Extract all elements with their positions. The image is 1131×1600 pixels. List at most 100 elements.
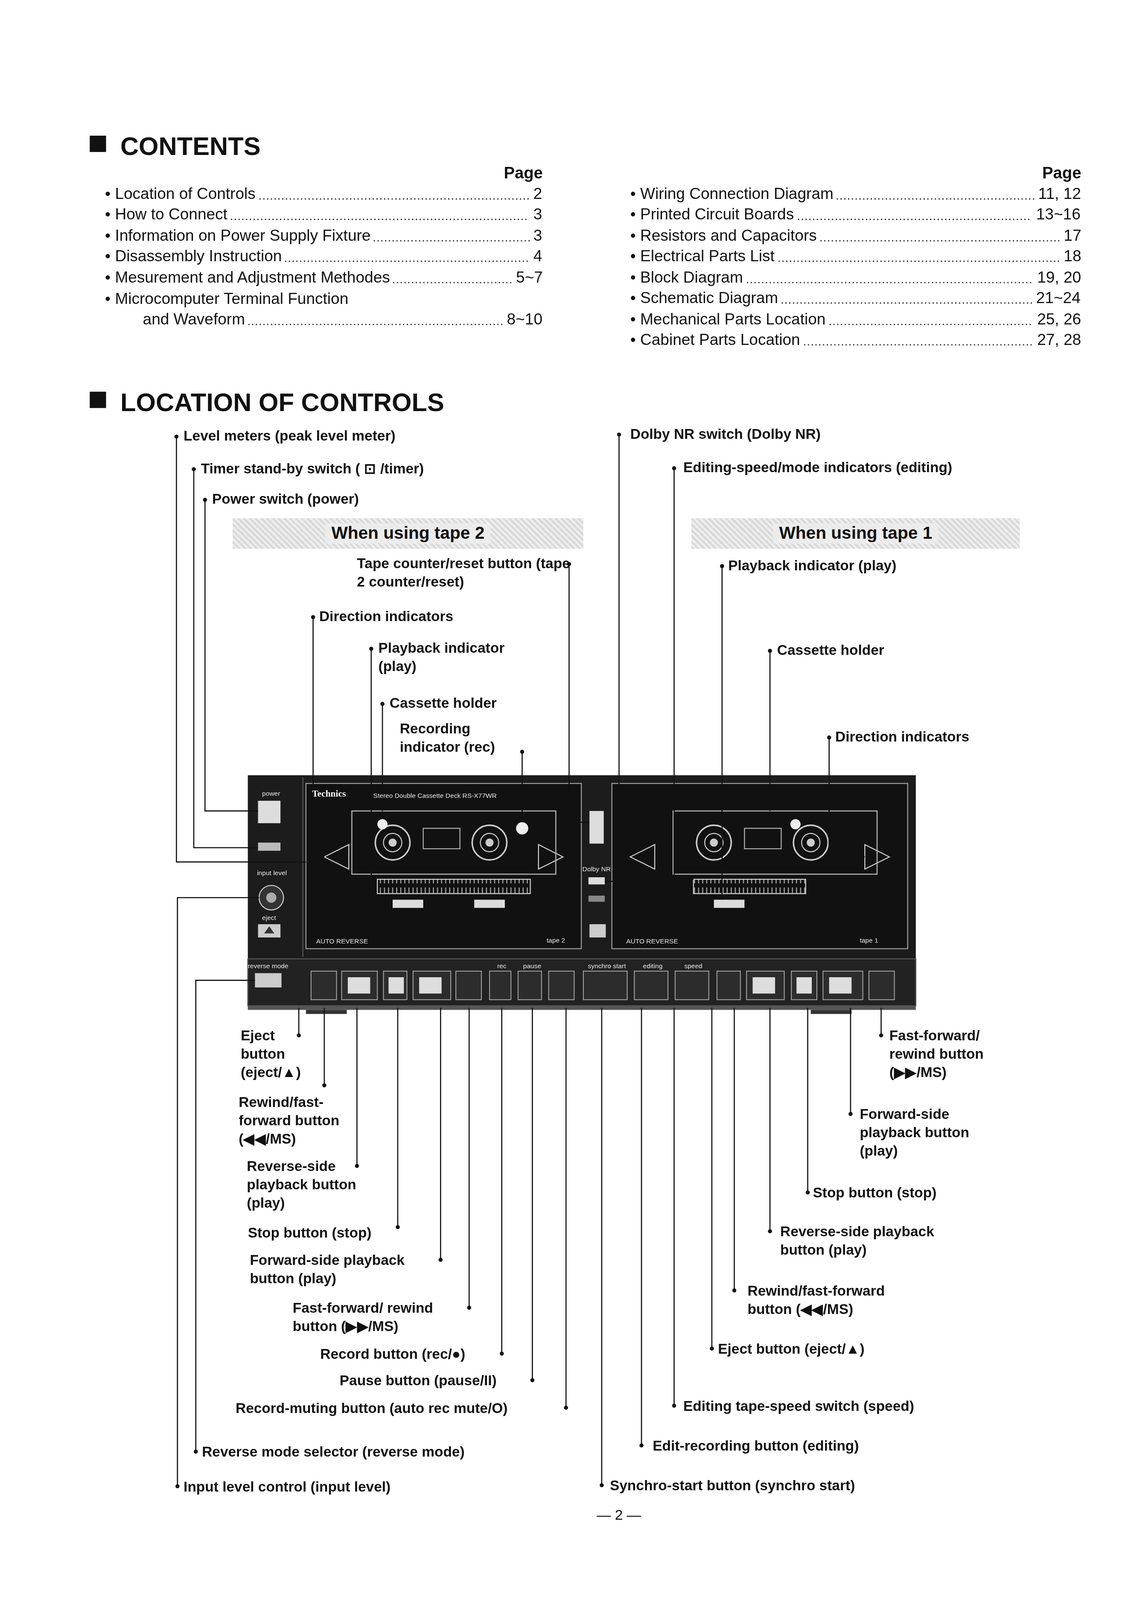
leader-dot [848, 1111, 853, 1117]
panel-marking: rec [497, 961, 507, 970]
leader-line [371, 648, 393, 904]
page-number: 17 [1063, 226, 1082, 245]
panel-marking: pause [523, 961, 542, 970]
leader-line [601, 1007, 603, 1485]
leader-line [850, 1007, 852, 1114]
panel-marking: input level [256, 868, 287, 878]
contents-entry: • Location of Controls [104, 184, 256, 204]
leader-line [298, 1007, 300, 1036]
leader-dot [395, 1224, 400, 1230]
page-column-heading: Page [1042, 163, 1082, 185]
callout-label: Rewind/fast-forward button (◀◀/MS) [238, 1092, 359, 1148]
callout-label: Direction indicators [319, 606, 454, 626]
leader-line [711, 1007, 713, 1349]
dot-leader [747, 281, 1034, 283]
page-number: 5~7 [515, 268, 543, 287]
leader-dot [466, 1305, 472, 1310]
leader-dot [617, 432, 622, 437]
leader-line [769, 1007, 771, 1231]
leader-line [641, 1007, 643, 1446]
page-footer: — 2 — [596, 1505, 642, 1524]
contents-entry: and Waveform [142, 309, 245, 329]
heading-square [89, 391, 106, 409]
panel-marking: tape 2 [546, 936, 566, 945]
contents-entry: • Block Diagram [630, 268, 744, 287]
dot-leader [837, 198, 1035, 200]
leader-dot [193, 1449, 199, 1454]
leader-line [356, 1007, 358, 1166]
brand-logo: Technics [311, 788, 346, 800]
dot-leader [804, 343, 1033, 346]
callout-label: Reverse-side playback button (play) [246, 1156, 380, 1213]
panel-marking: reverse mode [247, 961, 289, 970]
leader-dot [767, 648, 773, 653]
leader-dot [175, 1483, 180, 1489]
page-number: 8~10 [507, 309, 543, 329]
callout-label: Edit-recording button (editing) [652, 1435, 859, 1455]
callout-label: Recording indicator (rec) [399, 719, 523, 757]
leader-dot [438, 1257, 444, 1262]
callout-label: Stop button (stop) [247, 1222, 372, 1242]
leader-dot [369, 646, 374, 651]
panel-marking: editing [643, 961, 663, 970]
callout-label: Tape counter/reset button (tape 2 counte… [356, 553, 574, 592]
callout-label: Editing-speed/mode indicators (editing) [683, 457, 953, 477]
leader-line [531, 1007, 534, 1380]
stop-key [796, 976, 812, 994]
callout-label: Playback indicator (play) [728, 555, 897, 575]
contents-entry: • Disassembly Instruction [104, 246, 282, 266]
callout-label: Synchro-start button (synchro start) [609, 1475, 855, 1495]
leader-dot [563, 1405, 569, 1410]
dot-leader [231, 218, 530, 220]
callout-label: Forward-side playback button (play) [249, 1250, 439, 1288]
contents-entry: • Mechanical Parts Location [630, 309, 826, 329]
page-number: 3 [533, 204, 543, 224]
contents-entry: • Mesurement and Adjustment Methodes [104, 268, 391, 287]
page-number: 13~16 [1036, 204, 1081, 224]
leader-line [673, 1007, 675, 1406]
leader-line [769, 650, 771, 811]
callout-label: Pause button (pause/II) [339, 1370, 497, 1390]
panel-marking: Dolby NR [582, 864, 611, 873]
leader-dot [639, 1442, 644, 1448]
dot-leader [821, 240, 1060, 242]
page-number: 4 [533, 246, 543, 266]
leader-line [397, 1007, 399, 1228]
leader-dot [599, 1482, 604, 1487]
dot-leader [782, 302, 1032, 304]
callout-label: Forward-side playback button (play) [859, 1104, 998, 1161]
page-number: 3 [533, 226, 543, 245]
play-key [752, 976, 776, 994]
button-row [311, 970, 895, 1000]
panel-marking: Stereo Double Cassette Deck RS-X77WR [373, 791, 497, 800]
leader-dot [767, 1228, 773, 1234]
band-title: When using tape 2 [325, 523, 491, 544]
page-number: 11, 12 [1038, 184, 1082, 204]
contents-entry: • How to Connect [104, 204, 228, 224]
leader-dot [672, 466, 677, 471]
section-heading: CONTENTS [120, 130, 261, 162]
callout-label: Cassette holder [389, 693, 497, 712]
leader-dot [203, 497, 208, 502]
leader-line [721, 565, 723, 900]
callout-label: Direction indicators [835, 727, 970, 746]
page-number: 2 [533, 184, 543, 204]
play-key [419, 976, 442, 994]
leader-dot [520, 749, 525, 754]
callout-label: Stop button (stop) [812, 1183, 937, 1202]
leader-line [501, 1007, 503, 1354]
dot-leader [798, 218, 1032, 220]
callout-label: Cassette holder [777, 640, 885, 659]
dot-leader [285, 260, 530, 262]
panel-marking: power [262, 789, 280, 798]
leader-dot [191, 466, 196, 472]
leader-dot [380, 701, 385, 706]
leader-dot [719, 563, 725, 569]
contents-entry: • Information on Power Supply Fixture [104, 226, 371, 245]
leader-dot [530, 1377, 535, 1382]
leader-dot [355, 1163, 360, 1168]
callout-label: Editing tape-speed switch (speed) [683, 1396, 915, 1415]
cassette-deck [247, 775, 916, 1014]
leader-line [323, 1007, 326, 1086]
leader-line [673, 468, 694, 880]
